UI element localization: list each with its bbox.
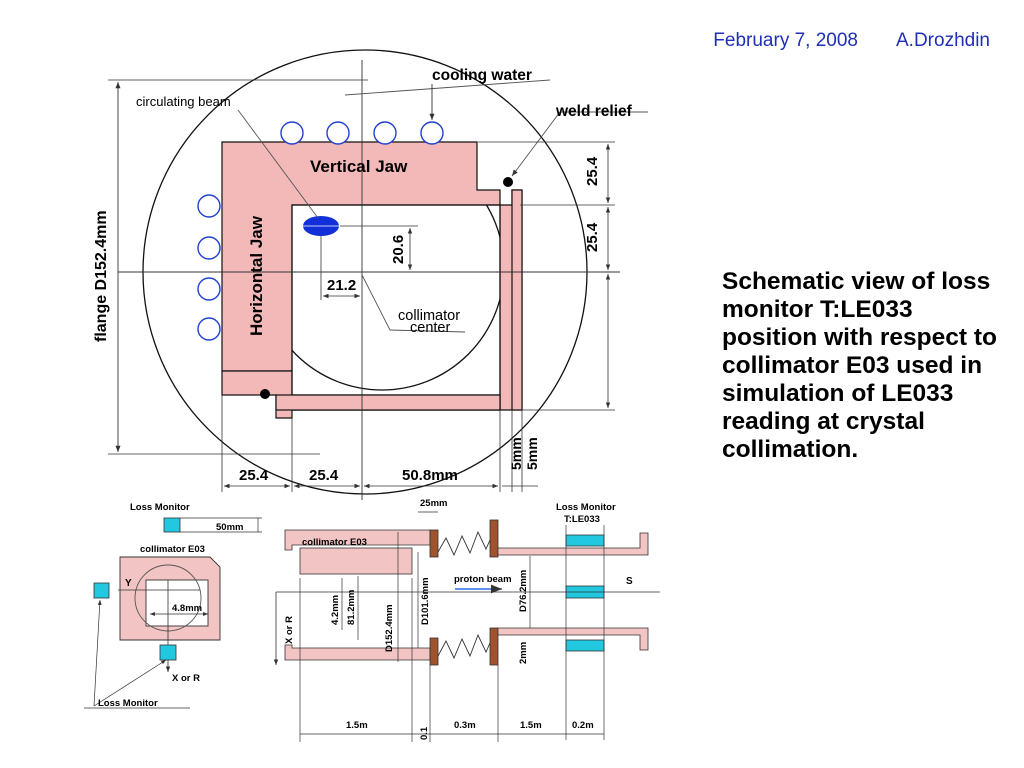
label-vertical-jaw: Vertical Jaw	[310, 157, 408, 176]
label-dim-d101-6: D101.6mm	[420, 577, 431, 625]
cooling-pipe-4	[420, 121, 444, 145]
label-flange: flange D152.4mm	[93, 210, 110, 342]
label-loss-monitor-bottom: Loss Monitor	[98, 698, 158, 709]
weld-relief-dot-top	[503, 177, 513, 187]
collimator-jaw-upper	[299, 547, 413, 575]
label-collimator-center-1: collimator	[398, 308, 460, 324]
cooling-pipe-5	[197, 194, 221, 218]
label-dim-4-2: 4.2mm	[330, 595, 341, 625]
slide-header: February 7, 2008 A.Drozhdin	[0, 30, 990, 52]
bellows-lower	[437, 633, 491, 660]
cooling-pipe-7	[197, 277, 221, 301]
lower-pipe-left	[284, 644, 431, 661]
label-dim-0-1: 0.1	[419, 726, 430, 740]
collimator-center-leader	[361, 274, 466, 333]
right-frame-bar	[511, 189, 523, 411]
loss-monitor-t-le033-3	[565, 639, 605, 652]
cooling-pipe-3	[373, 121, 397, 145]
label-loss-monitor-side-1: Loss Monitor	[556, 502, 616, 513]
upper-pipe-right	[497, 532, 649, 556]
label-dim-5mm-b: 5mm	[524, 437, 540, 470]
flange-upper-left	[429, 529, 439, 558]
loss-monitor-leader-1	[93, 599, 102, 707]
loss-monitor-leader-2	[93, 659, 167, 707]
label-x-or-r-side: X or R	[284, 616, 295, 644]
circulating-beam-leader	[237, 109, 319, 219]
label-y-axis: Y	[125, 578, 132, 589]
label-dim-25mm: 25mm	[420, 498, 447, 509]
label-dim-0-2m: 0.2m	[572, 720, 594, 731]
side-view: collimator E03 Loss Monitor T:LE033 25mm…	[273, 498, 660, 742]
label-dim-21-2: 21.2	[327, 277, 356, 294]
label-dim-4-8: 4.8mm	[172, 603, 202, 614]
label-s-axis: S	[626, 576, 633, 587]
cooling-pipe-2	[326, 121, 350, 145]
label-dim-1-5m-b: 1.5m	[520, 720, 542, 731]
label-dim-20-6: 20.6	[390, 235, 407, 264]
label-proton-beam: proton beam	[454, 574, 512, 585]
label-loss-monitor-side-2: T:LE033	[564, 514, 600, 525]
label-dim-bottom-3: 50.8mm	[402, 467, 458, 484]
cross-section-view: Loss Monitor 50mm collimator E03 Y 4.8mm…	[84, 502, 262, 709]
label-dim-bottom-2: 25.4	[309, 467, 339, 484]
loss-monitor-box-top	[163, 517, 181, 533]
bellows-upper	[437, 530, 491, 557]
bottom-frame-bar	[275, 394, 501, 411]
label-weld-relief: weld relief	[555, 103, 633, 120]
label-dim-bottom-1: 25.4	[239, 467, 269, 484]
cooling-pipe-6	[197, 236, 221, 260]
label-collimator-cross: collimator E03	[140, 544, 205, 555]
label-dim-d76-2: D76.2mm	[518, 570, 529, 612]
cooling-water-leader	[344, 79, 551, 96]
label-x-or-r-cross: X or R	[172, 673, 200, 684]
label-dim-50mm: 50mm	[216, 522, 243, 533]
label-dim-right-mid: 25.4	[584, 222, 601, 252]
label-collimator-center-2: center	[410, 320, 450, 336]
label-horizontal-jaw: Horizontal Jaw	[247, 215, 266, 336]
label-cooling-water: cooling water	[432, 67, 532, 84]
label-circulating-beam: circulating beam	[136, 94, 231, 109]
label-dim-81-2: 81.2mm	[346, 590, 357, 625]
cooling-pipe-8	[197, 317, 221, 341]
loss-monitor-t-le033-1	[565, 534, 605, 547]
header-date: February 7, 2008	[713, 30, 858, 51]
label-dim-1-5m-a: 1.5m	[346, 720, 368, 731]
loss-monitor-box-bottom	[159, 644, 177, 661]
label-dim-d152-4: D152.4mm	[384, 604, 395, 652]
flange-lower-left	[429, 637, 439, 666]
slide-caption: Schematic view of loss monitor T:LE033 p…	[722, 268, 997, 463]
label-dim-0-3m: 0.3m	[454, 720, 476, 731]
label-dim-5mm-a: 5mm	[508, 437, 524, 470]
label-collimator-side: collimator E03	[302, 537, 367, 548]
flange-upper-right	[489, 519, 499, 558]
header-author: A.Drozhdin	[896, 30, 990, 51]
cooling-pipe-1	[280, 121, 304, 145]
flange-lower-right	[489, 627, 499, 666]
label-loss-monitor-top: Loss Monitor	[130, 502, 190, 513]
top-view: cooling water circulating beam weld reli…	[93, 49, 648, 500]
lower-pipe-right	[497, 627, 649, 651]
loss-monitor-box-left	[93, 582, 110, 599]
weld-relief-leader	[511, 111, 648, 177]
label-dim-right-top: 25.4	[584, 156, 601, 186]
label-dim-2mm: 2mm	[518, 642, 529, 664]
cross-section-aperture	[145, 579, 209, 627]
weld-relief-dot-bottom	[260, 389, 270, 399]
